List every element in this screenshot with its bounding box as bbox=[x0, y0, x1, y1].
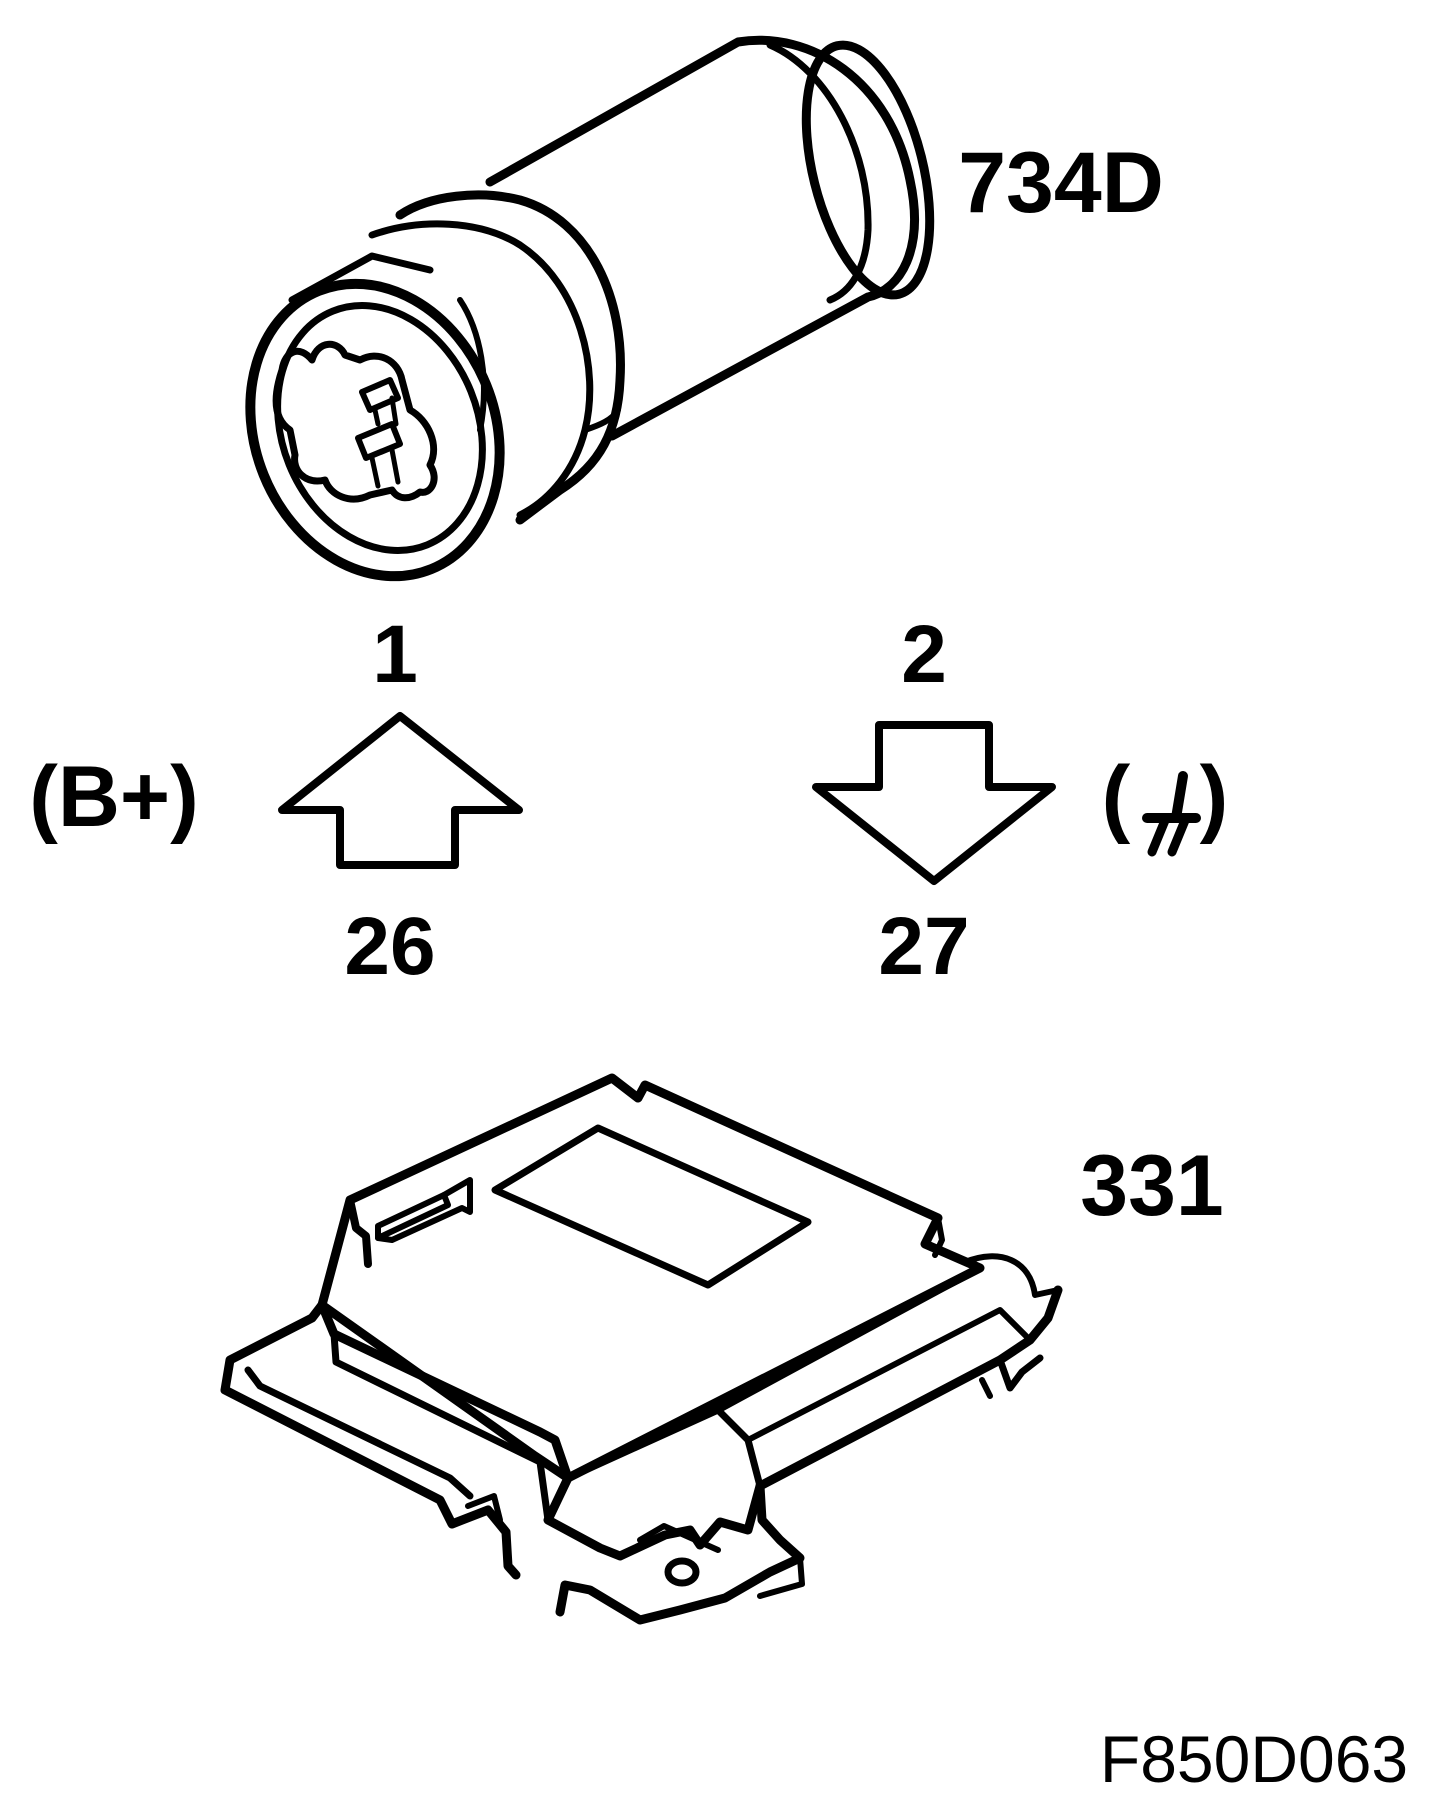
connection-ground bbox=[812, 721, 1056, 885]
sensor-pin-2: 2 bbox=[901, 609, 947, 700]
connection-b-plus bbox=[278, 712, 523, 869]
ground-label-open: ( bbox=[1102, 749, 1131, 845]
down-arrow-icon bbox=[812, 721, 1056, 885]
ground-label: ( ) bbox=[1102, 749, 1229, 857]
component-id-734d: 734D bbox=[958, 135, 1164, 231]
unit-pin-27: 27 bbox=[878, 901, 969, 992]
sensor-pin-1: 1 bbox=[372, 609, 418, 700]
ground-icon bbox=[1142, 771, 1201, 857]
unit-pin-26: 26 bbox=[344, 901, 435, 992]
supply-label-b-plus: (B+) bbox=[29, 749, 199, 845]
sensor-734d bbox=[245, 35, 935, 582]
figure-reference: F850D063 bbox=[1100, 1722, 1408, 1796]
ground-label-close: ) bbox=[1200, 749, 1229, 845]
control-unit-331 bbox=[220, 1073, 1063, 1625]
component-id-331: 331 bbox=[1080, 1138, 1224, 1234]
up-arrow-icon bbox=[278, 712, 523, 869]
